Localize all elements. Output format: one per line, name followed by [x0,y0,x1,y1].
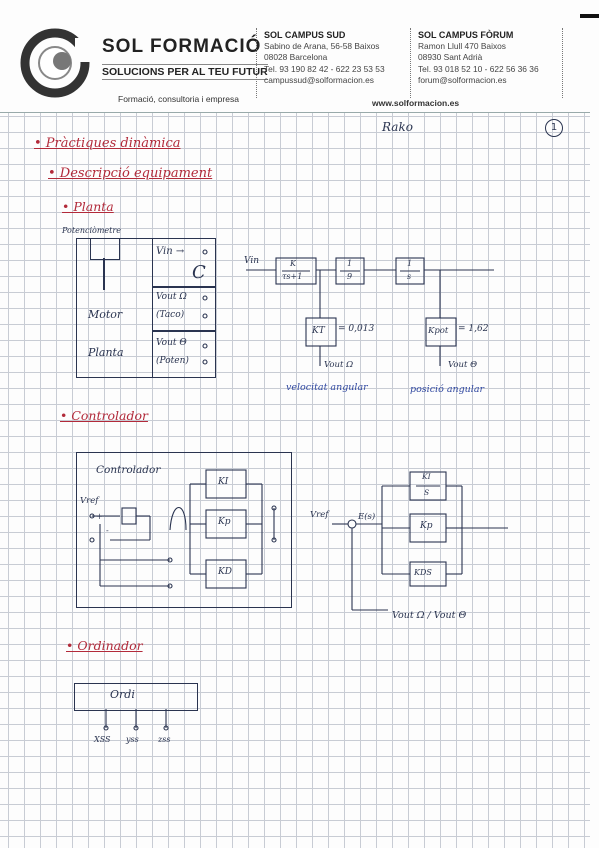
heading-practices: • Pràctiques dinàmica [34,136,181,151]
heading-equipment: • Descripció equipament [48,166,213,181]
kpot-block-label: Kpot [428,326,449,336]
potentiometer-shaft [90,238,120,260]
heading-controller: • Controlador [60,408,148,423]
poten-label: (Poten) [156,356,189,366]
speed-caption: velocitat angular [286,382,368,393]
heading-computer: • Ordinador [66,638,143,653]
pid-ki-numerator: KI [422,472,431,481]
campus-sud: SOL CAMPUS SUD Sabino de Arana, 56-58 Ba… [264,30,385,86]
plant-label: Planta [88,346,124,359]
kd-block-label: KD [218,567,232,577]
campus-forum-line: forum@solformacion.es [418,74,507,85]
campus-forum: SOL CAMPUS FÒRUM Ramon Llull 470 Baixos … [418,30,539,86]
vout-theta-label: Vout Θ [156,338,187,348]
poten-cell [152,330,216,378]
motor-label: Motor [88,308,123,321]
header-divider [410,28,411,98]
int1-denominator: 9 [347,272,353,281]
bd-vin-label: Vin [244,256,260,266]
bd-vout-omega: Vout Ω [324,360,354,370]
brand-name: SOL FORMACIÓ [102,36,262,57]
kt-value: = 0,013 [338,324,375,334]
tf-denominator: τs+1 [282,272,303,281]
port-label: yss [126,735,139,744]
potentiometer-stem [103,258,105,290]
campus-forum-line: 08930 Sant Adrià [418,52,483,63]
controller-title: Controlador [96,464,161,476]
bd-vout-theta: Vout Θ [448,360,478,370]
port-label: XSS [94,735,111,744]
tacho-cell [152,286,216,332]
pid-error: E(s) [358,512,376,522]
controller-minus: - [106,526,109,535]
brand-subtagline: Formació, consultoria i empresa [118,94,239,104]
int1-numerator: 1 [347,259,353,268]
port-label: zss [158,735,171,744]
campus-forum-line: Tel. 93 018 52 10 - 622 56 36 36 [418,63,539,74]
campus-sud-line: campussud@solformacion.es [264,74,374,85]
letterhead: SOL FORMACIÓ SOLUCIONS PER AL TEU FUTUR … [0,0,599,112]
position-caption: posició angular [410,384,485,395]
pid-ki-denominator: S [424,488,430,497]
campus-sud-line: Tel. 93 190 82 42 - 622 23 53 53 [264,63,385,74]
vin-symbol: C [192,262,206,283]
header-divider [256,28,257,98]
header-separator [0,112,590,113]
tf-numerator: K [290,259,296,268]
corner-mark [580,14,599,18]
heading-plant: • Planta [62,199,114,214]
campus-forum-title: SOL CAMPUS FÒRUM [418,30,514,40]
ki-block-label: KI [218,477,229,487]
sol-logo-icon [20,28,91,98]
pid-feedback: Vout Ω / Vout Θ [392,610,467,621]
campus-sud-line: Sabino de Arana, 56-58 Baixos [264,41,380,52]
vin-label: Vin → [156,246,185,257]
potentiometer-label: Potenciòmetre [62,226,121,235]
pid-kp: Kp [420,521,433,531]
brand-tagline: SOLUCIONS PER AL TEU FUTUR [102,64,268,80]
int2-numerator: 1 [407,259,413,268]
pid-kd: KDS [414,568,432,577]
campus-sud-title: SOL CAMPUS SUD [264,30,346,40]
computer-label: Ordi [110,688,135,701]
header-divider [562,28,563,98]
page-number: 1 [545,119,563,137]
campus-sud-line: 08028 Barcelona [264,52,328,63]
author-name: Rako [382,120,413,134]
vout-omega-label: Vout Ω [156,292,187,302]
grid-paper [0,112,590,848]
website: www.solformacion.es [372,98,460,108]
pid-vref: Vref [310,510,329,520]
kt-block-label: KT [312,326,325,336]
controller-vref: Vref [80,496,99,506]
kpot-value: = 1,62 [458,324,489,334]
controller-box [76,452,292,608]
kp-block-label: Kp [218,517,231,527]
int2-denominator: s [407,272,412,281]
campus-forum-line: Ramon Llull 470 Baixos [418,41,506,52]
tacho-label: (Taco) [156,310,185,320]
vin-cell [152,238,216,288]
